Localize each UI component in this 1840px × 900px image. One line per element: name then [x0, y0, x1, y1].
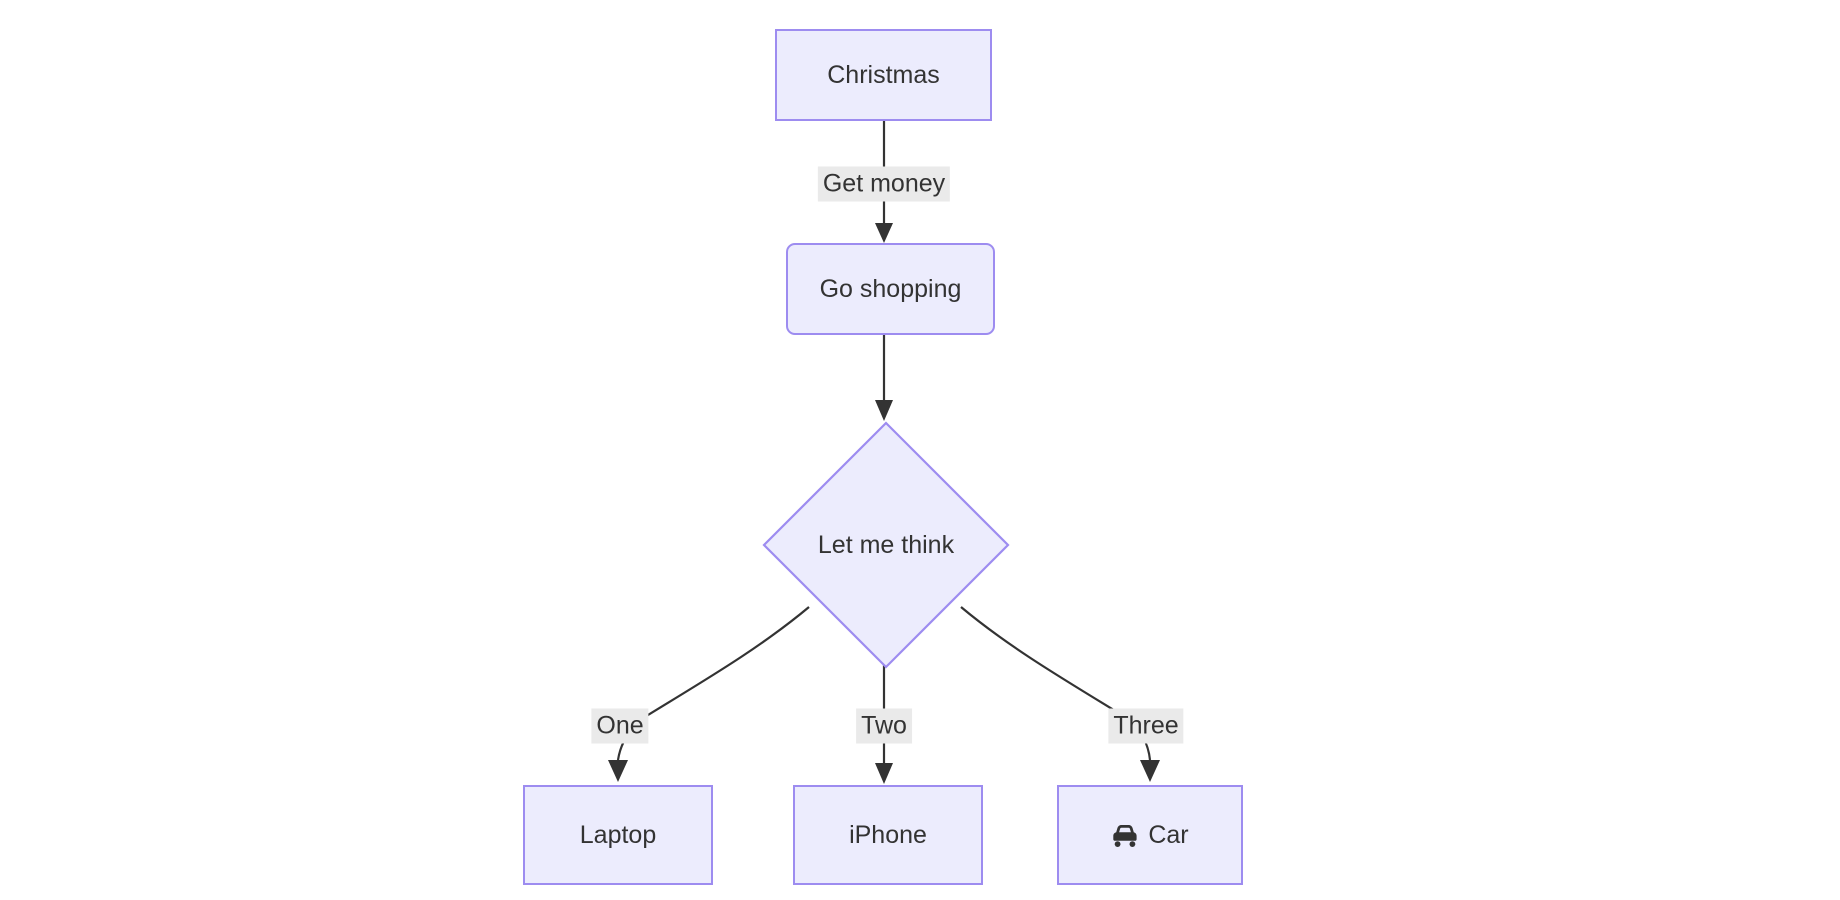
edge-label-two: Two [856, 708, 912, 744]
edge-go-shopping-to-let-me-think [875, 334, 893, 421]
node-car-label: Car [1148, 820, 1189, 849]
node-car-content: Car [1111, 820, 1189, 849]
edge-label-three: Three [1108, 708, 1184, 744]
node-christmas-label: Christmas [827, 60, 940, 89]
edge-label-one: One [591, 708, 649, 744]
node-let-me-think[interactable]: Let me think [762, 421, 1010, 669]
node-christmas[interactable]: Christmas [775, 29, 992, 121]
node-laptop-label: Laptop [579, 820, 657, 849]
node-go-shopping[interactable]: Go shopping [786, 243, 995, 335]
node-let-me-think-label: Let me think [817, 530, 955, 559]
node-iphone[interactable]: iPhone [793, 785, 983, 885]
diamond-shape [762, 421, 1010, 669]
node-go-shopping-label: Go shopping [819, 274, 962, 303]
edge-label-get-money: Get money [817, 166, 951, 202]
node-laptop[interactable]: Laptop [523, 785, 713, 885]
node-iphone-label: iPhone [849, 820, 927, 849]
node-car[interactable]: Car [1057, 785, 1243, 885]
car-icon [1111, 824, 1139, 848]
